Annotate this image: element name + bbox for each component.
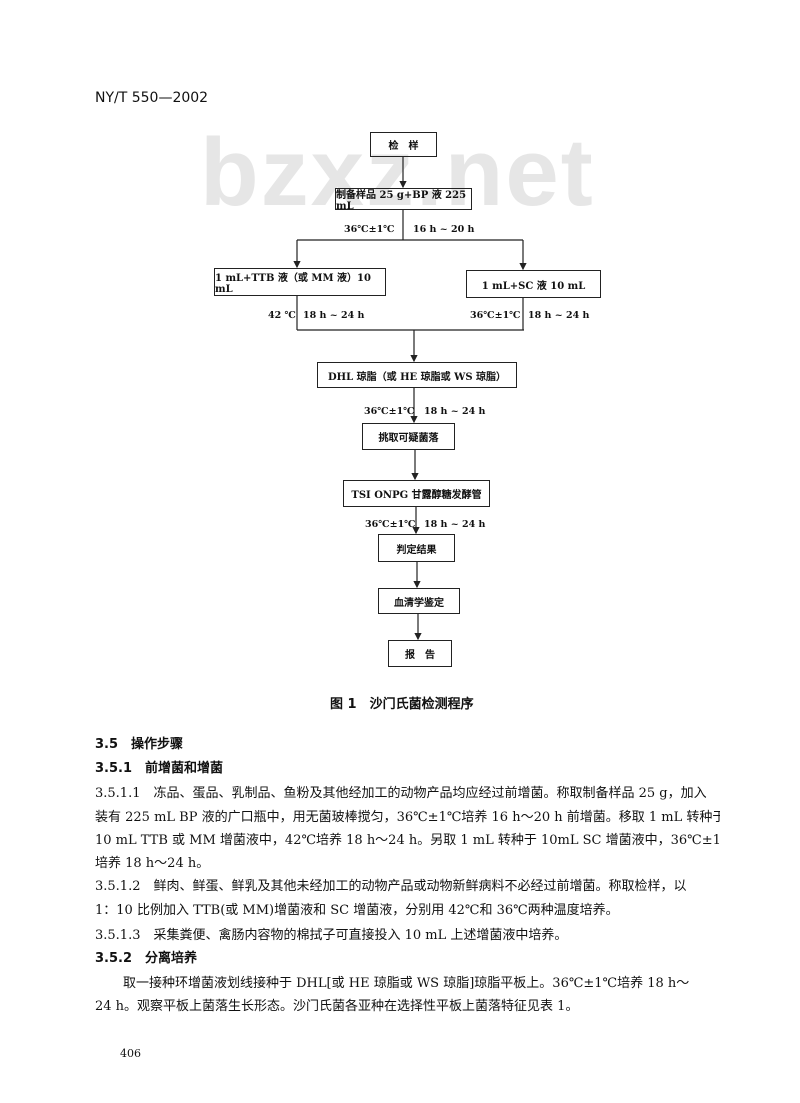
flow-step-sample: 检 样 [370,132,437,157]
flow-step-report: 报 告 [388,640,452,667]
page-number: 406 [120,1047,141,1060]
paragraph-line: 3.5.1.2 鲜肉、鲜蛋、鲜乳及其他未经加工的动物产品或动物新鲜病料不必经过前… [95,879,687,894]
time-label: 18 h ~ 24 h [424,406,486,417]
flow-step-serology: 血清学鉴定 [378,588,460,614]
flow-step-sc: 1 mL+SC 液 10 mL [466,270,601,298]
flow-step-ttb: 1 mL+TTB 液（或 MM 液）10 mL [214,268,386,296]
temp-label: 36℃±1℃ [470,310,521,321]
time-label: 18 h ~ 24 h [303,310,365,321]
paragraph-line: 培养 18 h～24 h。 [95,856,210,871]
paragraph-line: 10 mL TTB 或 MM 增菌液中，42℃培养 18 h～24 h。另取 1… [95,833,720,848]
figure-caption: 图 1 沙门氏菌检测程序 [330,697,474,712]
temp-label: 36℃±1℃ [364,406,415,417]
paragraph-line: 3.5.1.3 采集粪便、禽肠内容物的棉拭子可直接投入 10 mL 上述增菌液中… [95,928,568,943]
paragraph-line: 取一接种环增菌液划线接种于 DHL[或 HE 琼脂或 WS 琼脂]琼脂平板上。3… [123,976,690,991]
flow-step-judge: 判定结果 [378,534,455,562]
temp-label: 42 ℃ [268,310,296,321]
standard-number: NY/T 550—2002 [95,90,209,106]
time-label: 16 h ~ 20 h [413,224,475,235]
flow-step-pick-colony: 挑取可疑菌落 [362,423,455,450]
paragraph-line: 1：10 比例加入 TTB(或 MM)增菌液和 SC 增菌液，分别用 42℃和 … [95,903,619,918]
flow-step-prepare: 制备样品 25 g+BP 液 225 mL [335,188,472,212]
flow-step-tsi: TSI ONPG 甘露醇糖发酵管 [343,480,490,507]
section-heading: 3.5.2 分离培养 [95,951,198,966]
flow-step-dhl: DHL 琼脂（或 HE 琼脂或 WS 琼脂） [317,362,517,388]
time-label: 18 h ~ 24 h [424,519,486,530]
temp-label: 36℃±1℃ [344,224,395,235]
paragraph-line: 24 h。观察平板上菌落生长形态。沙门氏菌各亚种在选择性平板上菌落特征见表 1。 [95,999,579,1014]
time-label: 18 h ~ 24 h [528,310,590,321]
section-heading: 3.5 操作步骤 [95,737,184,752]
paragraph-line: 装有 225 mL BP 液的广口瓶中，用无菌玻棒搅匀，36℃±1℃培养 16 … [95,810,720,825]
section-heading: 3.5.1 前增菌和增菌 [95,761,224,776]
paragraph-line: 3.5.1.1 冻品、蛋品、乳制品、鱼粉及其他经加工的动物产品均应经过前增菌。称… [95,786,707,801]
watermark: bzxz.net [200,119,595,226]
temp-label: 36℃±1℃ [365,519,416,530]
